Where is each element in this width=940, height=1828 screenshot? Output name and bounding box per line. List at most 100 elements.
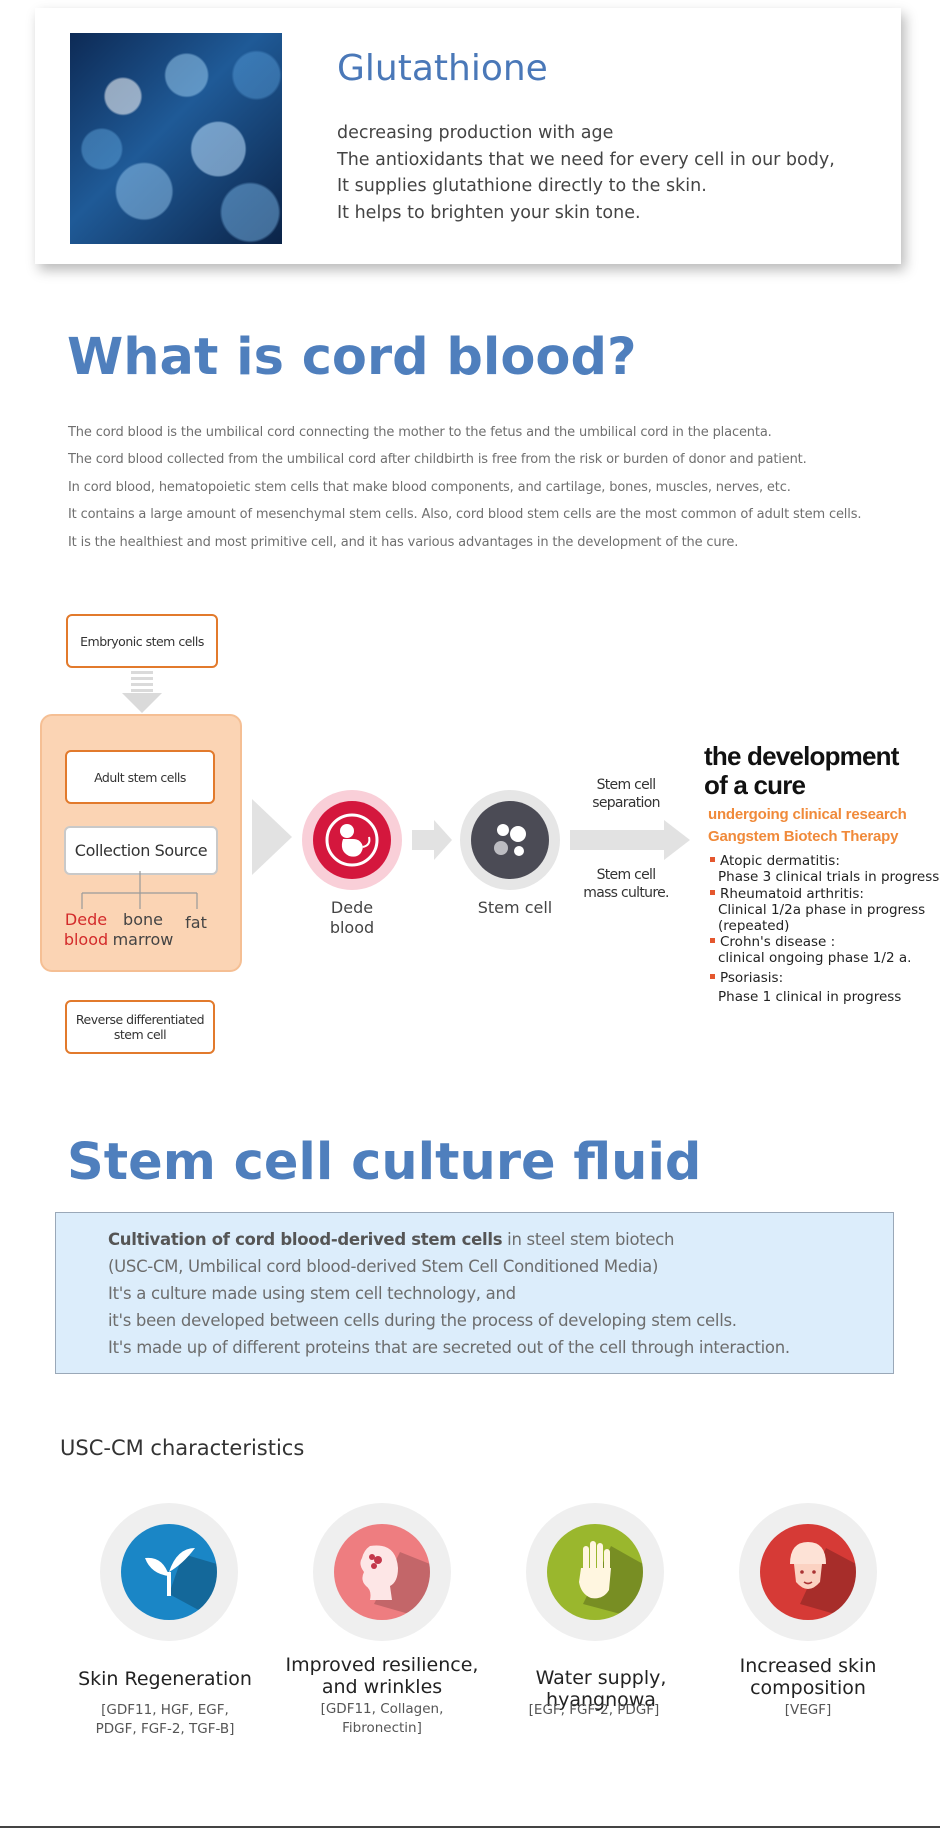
source-fat: fat (185, 913, 207, 932)
turban-face-icon (760, 1524, 856, 1620)
disease-item: Crohn's disease : clinical ongoing phase… (710, 934, 911, 966)
disease-status: clinical ongoing phase 1/2 a. (718, 950, 912, 966)
source-dede-line: blood (63, 930, 109, 949)
char-sub: [VEGF] (708, 1701, 908, 1720)
separation-label: Stem cell separation (578, 776, 674, 812)
face-flower-icon (334, 1524, 430, 1620)
skin-composition-ring (739, 1503, 877, 1641)
char-sub: [EGF, FGF-2, PDGF] (494, 1701, 694, 1720)
stem-cell-icon (471, 801, 549, 879)
adult-stem-cells-box: Adult stem cells (65, 750, 215, 804)
down-arrow-icon (122, 671, 162, 713)
hand-icon (547, 1524, 643, 1620)
development-title-line: of a cure (704, 770, 806, 800)
char-sub-line: [EGF, FGF-2, PDGF] (528, 1702, 660, 1718)
char-title-line: Improved resilience, (285, 1654, 479, 1676)
sprout-icon (121, 1524, 217, 1620)
dede-blood-label: Dede blood (312, 898, 392, 938)
clinical-research-label: undergoing clinical research (708, 806, 907, 823)
glutathione-line: It supplies glutathione directly to the … (337, 176, 707, 196)
stem-cell-label: Stem cell (477, 898, 553, 917)
disease-item: Atopic dermatitis: Phase 3 clinical tria… (710, 853, 939, 885)
source-tree-lines (81, 871, 198, 909)
char-sub-line: [VEGF] (784, 1702, 832, 1718)
dede-blood-line: blood (329, 918, 375, 937)
disease-status: Phase 1 clinical in progress (718, 989, 902, 1005)
glutathione-line: The antioxidants that we need for every … (337, 150, 835, 170)
characteristics-heading: USC-CM characteristics (60, 1436, 305, 1460)
char-sub-line: [GDF11, Collagen, (320, 1701, 444, 1717)
char-title: Water supply, hyangnowa (478, 1667, 724, 1711)
disease-name: Atopic dermatitis: (720, 853, 840, 869)
long-arrow-icon (570, 820, 690, 860)
fluid-line: it's been developed between cells during… (108, 1311, 737, 1330)
char-title-line: composition (750, 1677, 866, 1699)
culture-fluid-title: Stem cell culture fluid (67, 1133, 702, 1192)
development-title: the development of a cure (704, 742, 899, 800)
reverse-differentiated-box: Reverse differentiated stem cell (65, 1000, 215, 1054)
adult-label: Adult stem cells (94, 769, 186, 785)
char-sub-line: [GDF11, HGF, EGF, (101, 1702, 229, 1718)
glutathione-line: It helps to brighten your skin tone. (337, 203, 641, 223)
bullet-icon (710, 856, 715, 862)
char-title: Skin Regeneration (65, 1668, 265, 1690)
disease-item: Psoriasis: Phase 1 clinical in progress (710, 970, 901, 1005)
arrow-right-icon (412, 820, 452, 860)
cord-blood-line: It is the healthiest and most primitive … (68, 535, 739, 550)
embryonic-stem-cells-box: Embryonic stem cells (66, 614, 218, 668)
collection-source-box: Collection Source (64, 826, 218, 875)
char-sub-line: PDGF, FGF-2, TGF-B] (95, 1721, 235, 1737)
reverse-line: stem cell (113, 1027, 167, 1042)
mass-culture-label: Stem cell mass culture. (574, 866, 678, 902)
source-dede-blood: Dede blood (56, 910, 116, 950)
char-title: Improved resilience, and wrinkles (282, 1654, 482, 1698)
fluid-line: Cultivation of cord blood-derived stem c… (108, 1230, 674, 1249)
disease-name: Crohn's disease : (720, 934, 836, 950)
disease-status: (repeated) (718, 918, 790, 934)
fluid-line: (USC-CM, Umbilical cord blood-derived St… (108, 1257, 659, 1276)
bullet-icon (710, 937, 715, 943)
disease-name: Psoriasis: (720, 970, 784, 986)
bottom-border (0, 1826, 940, 1828)
char-sub: [GDF11, Collagen, Fibronectin] (282, 1700, 482, 1738)
separation-line: Stem cell (596, 777, 657, 793)
bullet-icon (710, 889, 715, 895)
char-title: Increased skin composition (708, 1655, 908, 1699)
disease-item: Rheumatoid arthritis: Clinical 1/2a phas… (710, 886, 925, 934)
fetus-icon (313, 801, 391, 879)
bullet-icon (710, 973, 715, 979)
mass-culture-line: mass culture. (583, 885, 669, 901)
embryonic-label: Embryonic stem cells (80, 633, 204, 649)
char-title-line: Increased skin (739, 1655, 877, 1677)
source-bone-line: bone (123, 910, 163, 929)
dede-blood-line: Dede (330, 898, 374, 917)
char-title-line: Skin Regeneration (78, 1668, 252, 1690)
therapy-label: Gangstem Biotech Therapy (708, 828, 899, 845)
water-supply-ring (526, 1503, 664, 1641)
fluid-rest-text: in steel stem biotech (502, 1230, 675, 1249)
cord-blood-line: The cord blood collected from the umbili… (68, 452, 807, 467)
cord-blood-title: What is cord blood? (67, 328, 637, 387)
source-dede-line: Dede (64, 910, 108, 929)
char-title-line: and wrinkles (321, 1676, 443, 1698)
fluid-bold-text: Cultivation of cord blood-derived stem c… (108, 1230, 503, 1249)
char-sub-line: Fibronectin] (342, 1720, 422, 1736)
glutathione-line: decreasing production with age (337, 123, 614, 143)
chevron-right-icon (252, 799, 292, 875)
glutathione-title: Glutathione (337, 48, 548, 89)
char-title-line: Water supply, hyangnowa (535, 1667, 667, 1711)
source-bone-line: marrow (112, 930, 174, 949)
crystal-image (70, 33, 282, 244)
culture-fluid-box (55, 1212, 894, 1374)
disease-status: Phase 3 clinical trials in progress (718, 869, 940, 885)
cord-blood-line: In cord blood, hematopoietic stem cells … (68, 480, 791, 495)
disease-status: Clinical 1/2a phase in progress (718, 902, 926, 918)
cord-blood-line: The cord blood is the umbilical cord con… (68, 425, 772, 440)
disease-name: Rheumatoid arthritis: (720, 886, 864, 902)
skin-regeneration-ring (100, 1503, 238, 1641)
fluid-line: It's made up of different proteins that … (108, 1338, 790, 1357)
development-title-line: the development (704, 741, 899, 771)
separation-line: separation (592, 795, 660, 811)
reverse-line: Reverse differentiated (75, 1012, 205, 1027)
collection-label: Collection Source (74, 841, 208, 860)
